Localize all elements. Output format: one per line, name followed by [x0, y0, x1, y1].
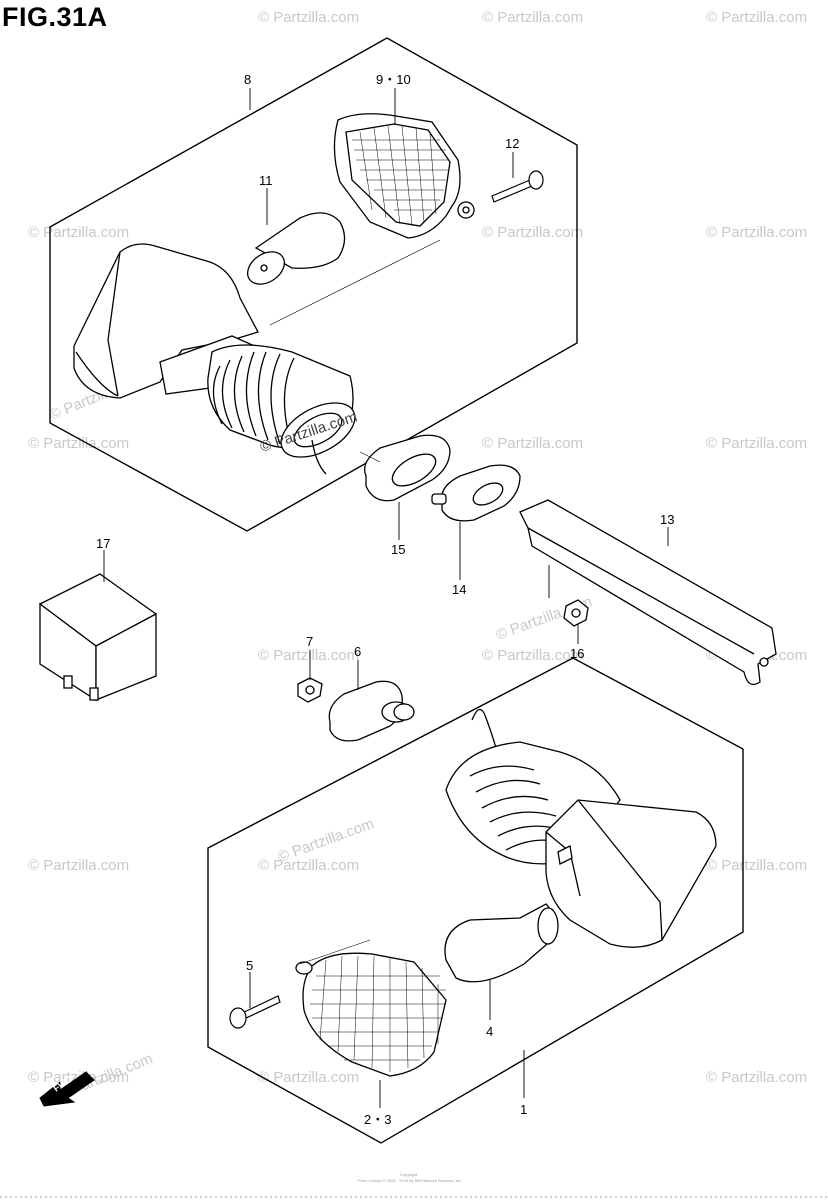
bulb-4 [444, 903, 559, 983]
callout-2-3: 2・3 [364, 1112, 391, 1127]
copyright-line-1: Copyright [400, 1172, 418, 1177]
relay-17 [38, 573, 158, 702]
screw-12 [491, 170, 544, 203]
copyright-line-2: Parts Lookup © 2004 - 2019 by ARI Networ… [358, 1178, 462, 1183]
rear-lens [295, 952, 447, 1077]
callout-9-10: 9・10 [376, 72, 411, 87]
callout-6: 6 [354, 644, 361, 659]
callout-7: 7 [306, 634, 313, 649]
figure-title: FIG.31A [2, 2, 108, 32]
watermark: © Partzilla.com [706, 1069, 807, 1086]
callout-1: 1 [520, 1102, 527, 1117]
bulb-11 [247, 212, 346, 285]
spacer-6 [328, 680, 415, 742]
leader-lines [103, 88, 669, 1108]
watermark: © Partzilla.com [706, 224, 807, 241]
callout-5: 5 [246, 958, 253, 973]
callout-12: 12 [505, 136, 519, 151]
callout-13: 13 [660, 512, 674, 527]
callout-4: 4 [486, 1024, 493, 1039]
callout-8: 8 [244, 72, 251, 87]
bracket-13 [519, 499, 777, 686]
callout-11: 11 [259, 173, 273, 188]
front-lens [333, 113, 475, 239]
watermark: © Partzilla.com [482, 647, 583, 664]
watermark: © Partzilla.com [28, 857, 129, 874]
callout-15: 15 [391, 542, 405, 557]
watermark: © Partzilla.com [258, 1069, 359, 1086]
watermark: © Partzilla.com [258, 647, 359, 664]
assembly-outline-8 [49, 37, 578, 532]
callouts: 8 9・10 12 11 13 15 14 16 17 7 6 5 4 2・3 … [96, 72, 674, 1127]
callout-14: 14 [452, 582, 466, 597]
watermark: © Partzilla.com [482, 435, 583, 452]
nut-7 [297, 677, 323, 703]
watermark: © Partzilla.com [28, 224, 129, 241]
callout-16: 16 [570, 646, 584, 661]
front-lamp-housing [73, 243, 356, 475]
watermark: © Partzilla.com [706, 857, 807, 874]
gasket-15 [363, 434, 451, 502]
nut-16 [563, 599, 589, 627]
screw-5 [229, 995, 281, 1029]
watermark: © Partzilla.com [482, 224, 583, 241]
assembly-outline-1 [207, 657, 744, 1144]
rear-lamp-housing [445, 708, 717, 948]
watermark: © Partzilla.com [706, 435, 807, 452]
watermark: © Partzilla.com [28, 435, 129, 452]
watermark: © Partzilla.com [258, 857, 359, 874]
callout-17: 17 [96, 536, 110, 551]
watermark: © Partzilla.com [706, 9, 807, 26]
watermark: © Partzilla.com [482, 9, 583, 26]
watermark: © Partzilla.com [258, 9, 359, 26]
spacer-14 [431, 464, 521, 522]
